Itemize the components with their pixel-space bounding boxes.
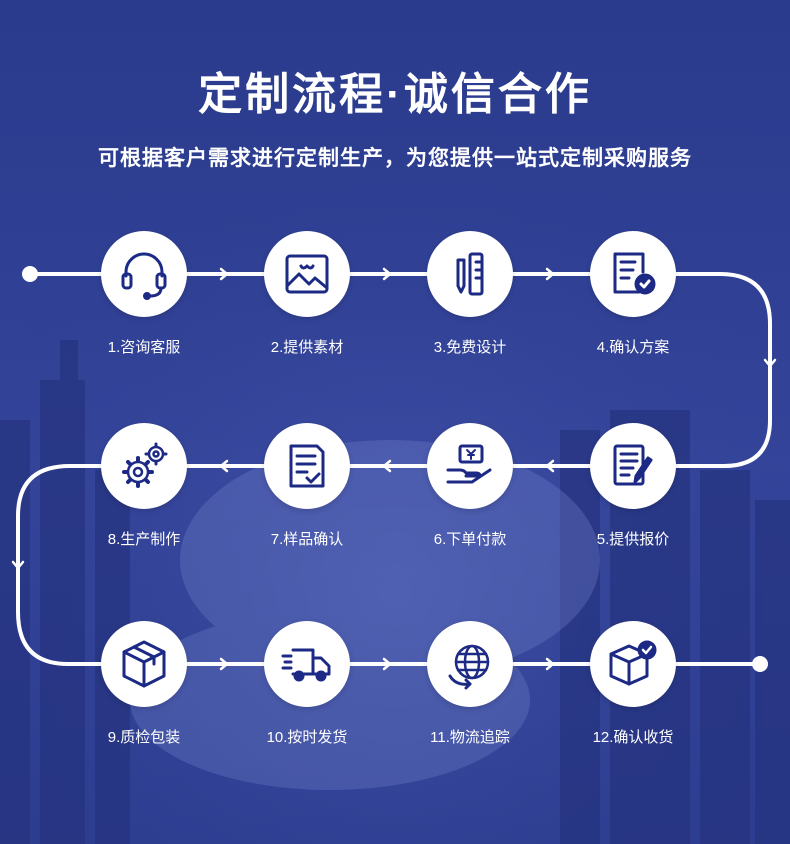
step-label: 4.确认方案 (596, 339, 670, 356)
step-label: 3.免费设计 (433, 339, 507, 356)
step-label: 10.按时发货 (266, 729, 348, 746)
step-consult: 1.咨询客服 (74, 231, 214, 371)
payment-hand-icon (446, 444, 492, 484)
step-circle (264, 621, 350, 707)
step-design: 3.免费设计 (400, 231, 540, 371)
step-circle (427, 423, 513, 509)
step-shipping: 10.按时发货 (237, 621, 377, 761)
step-confirm-plan: 4.确认方案 (563, 231, 703, 371)
headset-icon (121, 252, 167, 300)
image-icon (285, 254, 329, 294)
step-tracking: 11.物流追踪 (400, 621, 540, 761)
step-label: 11.物流追踪 (430, 729, 510, 746)
step-receive: 12.确认收货 (563, 621, 703, 761)
step-payment: 6.下单付款 (400, 423, 540, 563)
step-label: 5.提供报价 (596, 531, 670, 548)
step-circle (264, 423, 350, 509)
globe-tracking-icon (448, 644, 490, 690)
step-circle (590, 231, 676, 317)
step-circle (101, 621, 187, 707)
step-circle (590, 423, 676, 509)
step-label: 1.咨询客服 (107, 339, 181, 356)
step-production: 8.生产制作 (74, 423, 214, 563)
step-circle (427, 231, 513, 317)
step-circle (264, 231, 350, 317)
step-label: 7.样品确认 (270, 531, 344, 548)
step-label: 12.确认收货 (592, 729, 674, 746)
truck-icon (281, 648, 331, 682)
step-circle (101, 423, 187, 509)
pencil-ruler-icon (456, 252, 484, 296)
gears-icon (122, 442, 168, 488)
step-quote: 5.提供报价 (563, 423, 703, 563)
page-subtitle: 可根据客户需求进行定制生产，为您提供一站式定制采购服务 (98, 147, 692, 170)
step-inspection: 9.质检包装 (74, 621, 214, 761)
step-label: 8.生产制作 (107, 531, 181, 548)
box-icon (122, 640, 166, 688)
step-materials: 2.提供素材 (237, 231, 377, 371)
step-sample: 7.样品确认 (237, 423, 377, 563)
document-pen-icon (613, 444, 653, 486)
step-circle (427, 621, 513, 707)
document-check-icon (613, 252, 656, 295)
page-title: 定制流程·诚信合作 (198, 70, 592, 119)
step-label: 2.提供素材 (270, 339, 344, 356)
step-circle (101, 231, 187, 317)
step-circle (590, 621, 676, 707)
step-label: 9.质检包装 (107, 729, 181, 746)
document-checklist-icon (289, 444, 325, 488)
step-label: 6.下单付款 (433, 531, 507, 548)
box-check-icon (609, 640, 657, 686)
